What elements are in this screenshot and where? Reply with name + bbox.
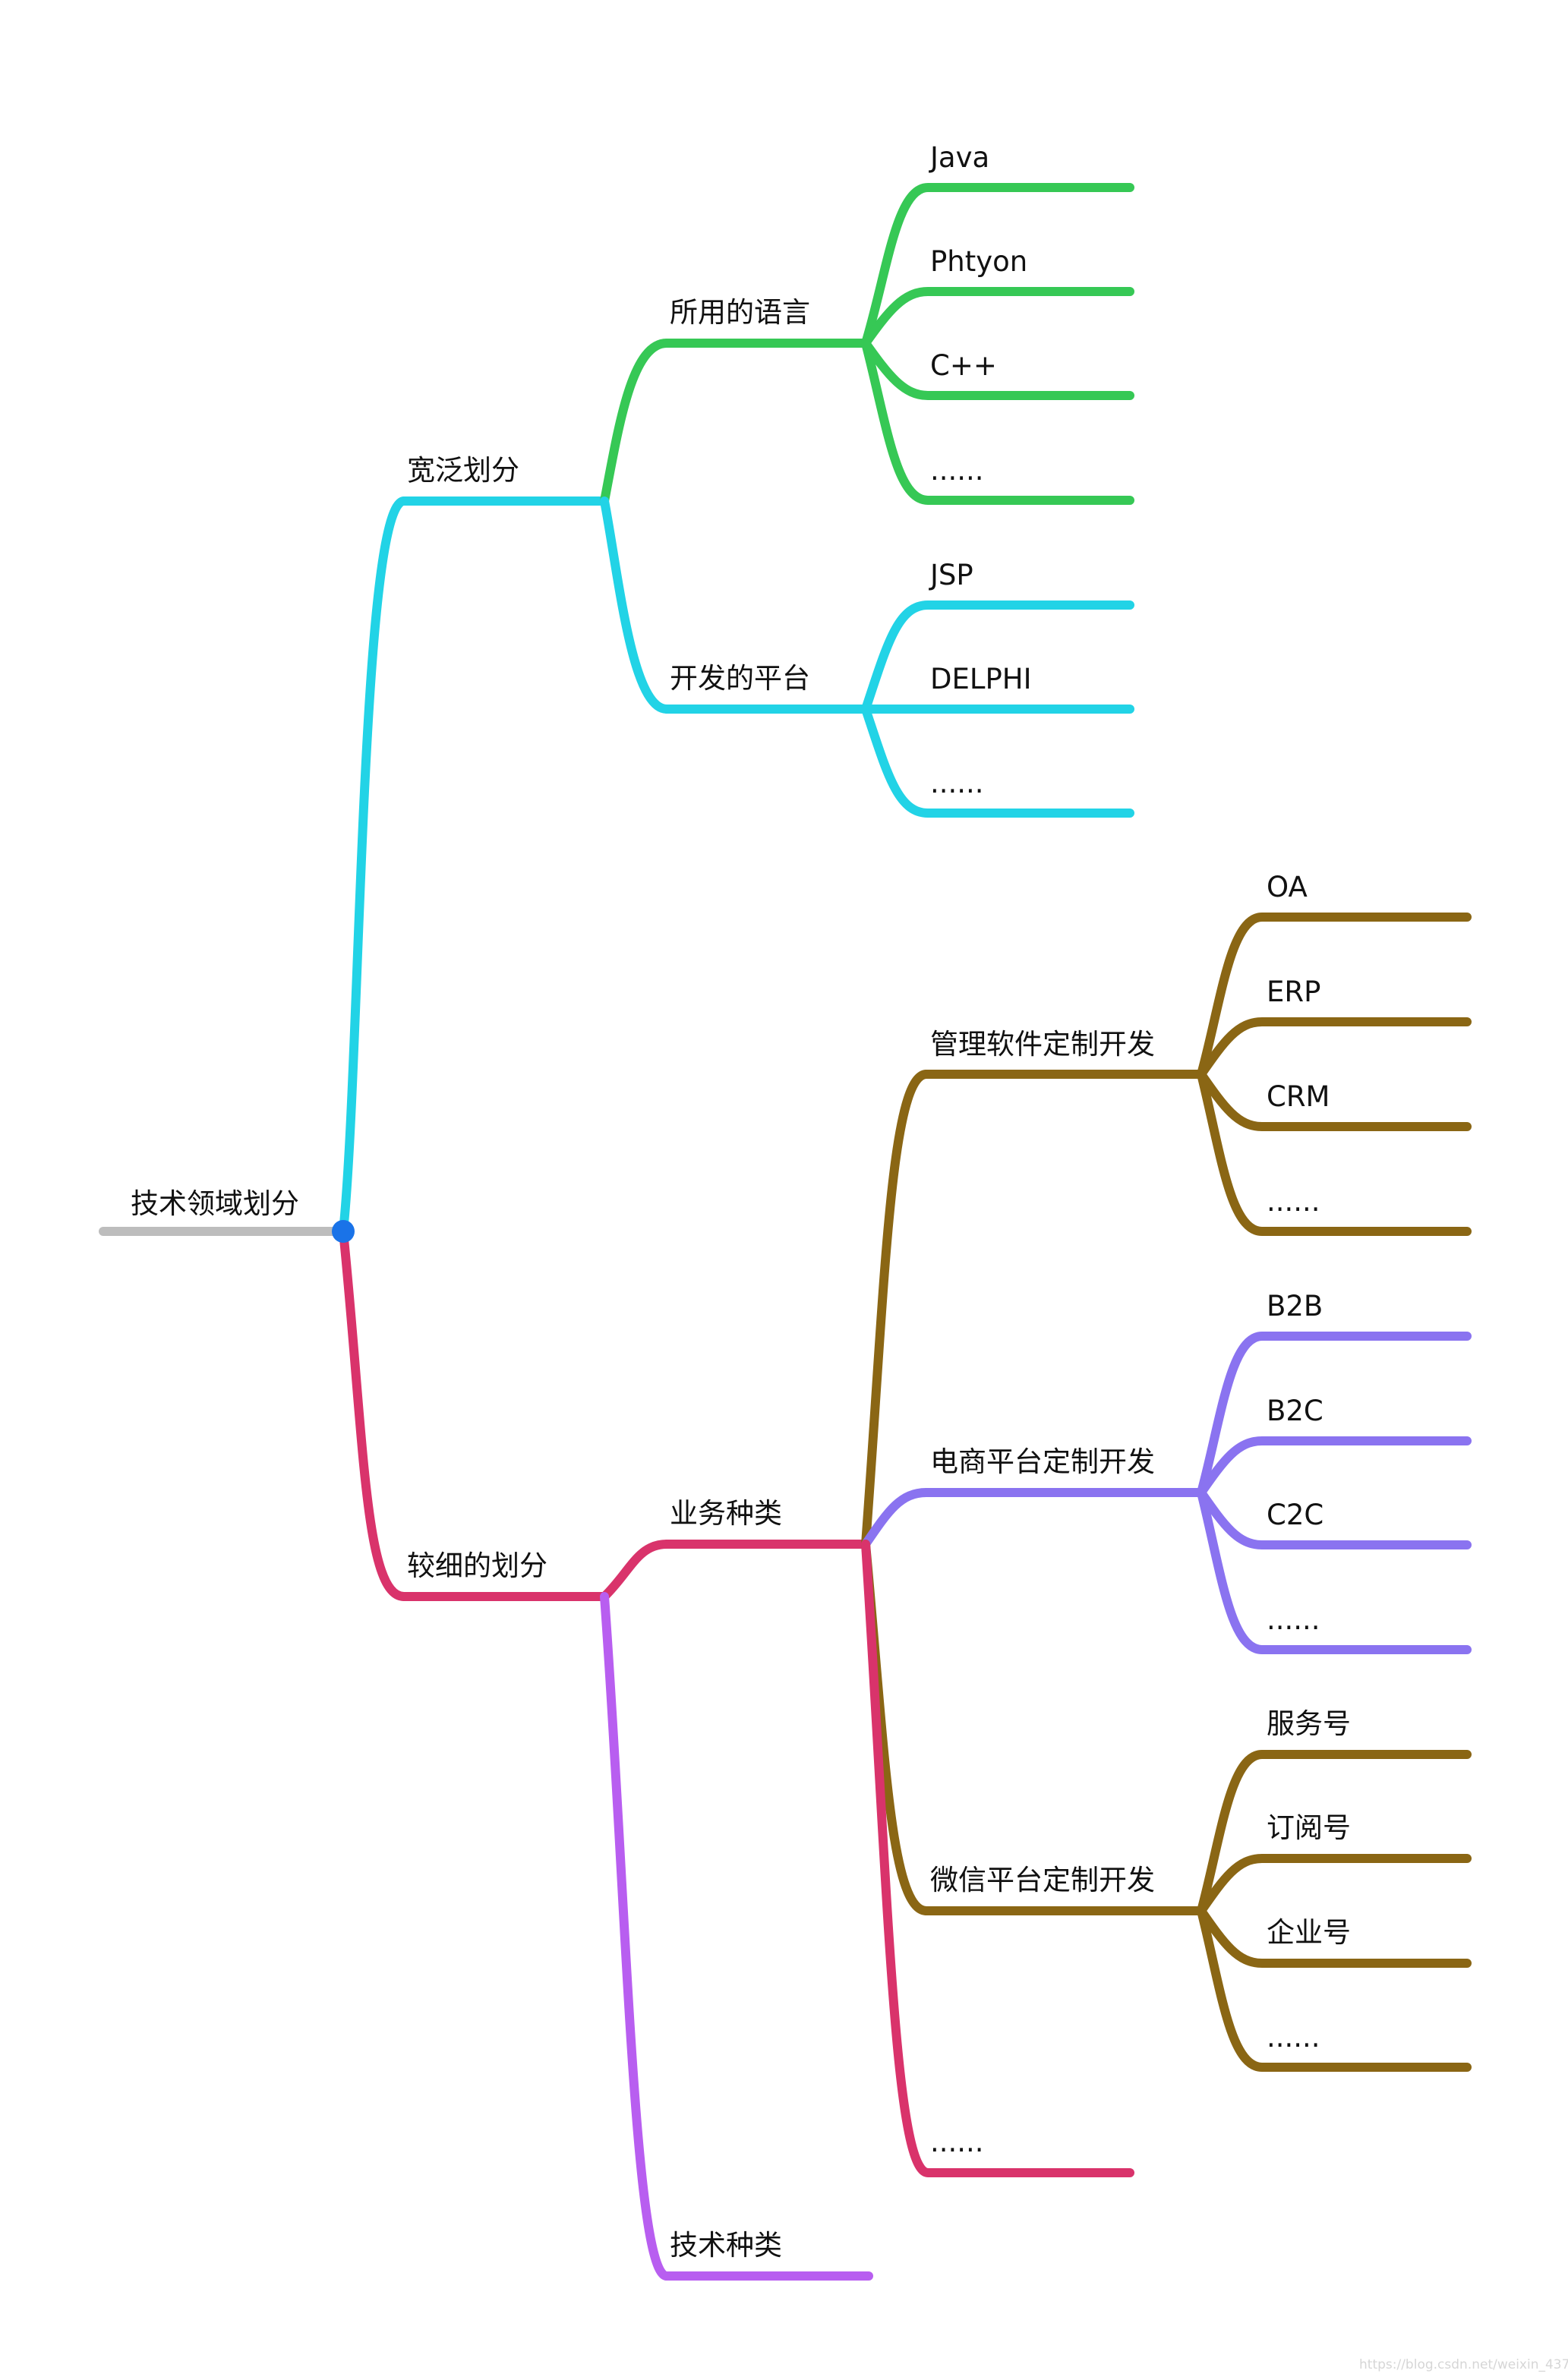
languages-leaf-label[interactable]: Phtyon <box>930 245 1027 278</box>
detailed-label[interactable]: 较细的划分 <box>407 1549 547 1582</box>
wechat-leaf-line <box>1197 1906 1472 2072</box>
management-leaf-line <box>1197 913 1472 1079</box>
platforms-connector <box>600 496 671 714</box>
wechat-leaf-line <box>1197 1750 1472 1915</box>
management-leaf-line <box>1197 1070 1472 1131</box>
business-label[interactable]: 业务种类 <box>670 1497 782 1530</box>
wechat-leaf-line <box>1197 1906 1472 1968</box>
business-connector <box>600 1540 671 1601</box>
ecommerce-leaf-line <box>1197 1488 1472 1654</box>
languages-connector <box>600 339 671 506</box>
languages-leaf-label[interactable]: ...... <box>930 454 984 487</box>
ecommerce-connector <box>861 1488 931 1549</box>
ecommerce-leaf-label[interactable]: C2C <box>1267 1499 1323 1531</box>
languages-leaf-line <box>861 339 1134 400</box>
platforms-leaf-label[interactable]: ...... <box>930 767 984 799</box>
languages-leaf-label[interactable]: Java <box>929 141 989 174</box>
management-leaf-line <box>1197 1017 1472 1079</box>
ecommerce-label[interactable]: 电商平台定制开发 <box>930 1445 1155 1478</box>
management-leaf-label[interactable]: ERP <box>1267 976 1320 1008</box>
platforms-label[interactable]: 开发的平台 <box>670 662 810 695</box>
management-leaf-line <box>1197 1070 1472 1236</box>
technology-connector <box>600 1592 671 2281</box>
ecommerce-leaf-line <box>1197 1436 1472 1497</box>
wechat-leaf-line <box>1197 1854 1472 1915</box>
broad-label[interactable]: 宽泛划分 <box>407 454 519 487</box>
broad-connector <box>339 496 409 1236</box>
languages-leaf-line <box>861 339 1134 505</box>
platforms-leaf-label[interactable]: DELPHI <box>930 663 1032 695</box>
languages-label[interactable]: 所用的语言 <box>670 296 810 329</box>
business-more-line <box>861 1540 1134 2177</box>
detailed-connector <box>339 1227 409 1601</box>
root-node-dot[interactable] <box>332 1220 355 1243</box>
ecommerce-leaf-label[interactable]: B2C <box>1267 1395 1323 1427</box>
wechat-leaf-label[interactable]: 企业号 <box>1267 1916 1351 1949</box>
ecommerce-leaf-label[interactable]: ...... <box>1267 1603 1320 1636</box>
ecommerce-leaf-line <box>1197 1332 1472 1497</box>
wechat-leaf-label[interactable]: 订阅号 <box>1267 1811 1351 1844</box>
ecommerce-leaf-label[interactable]: B2B <box>1267 1290 1323 1322</box>
languages-leaf-label[interactable]: C++ <box>930 349 997 382</box>
wechat-leaf-label[interactable]: ...... <box>1267 2021 1320 2054</box>
management-connector <box>861 1070 931 1549</box>
platforms-leaf-line <box>861 705 1134 818</box>
technology-label[interactable]: 技术种类 <box>670 2229 782 2262</box>
languages-leaf-line <box>861 183 1134 348</box>
platforms-leaf-label[interactable]: JSP <box>929 559 973 591</box>
root-label[interactable]: 技术领域划分 <box>131 1187 299 1220</box>
watermark-text: https://blog.csdn.net/weixin_43794949 <box>1359 2357 1568 2372</box>
platforms-leaf-line <box>861 601 1134 714</box>
management-leaf-label[interactable]: OA <box>1267 871 1308 903</box>
ecommerce-leaf-line <box>1197 1488 1472 1549</box>
business-more-label[interactable]: ...... <box>930 2126 984 2158</box>
management-leaf-label[interactable]: CRM <box>1267 1080 1330 1113</box>
wechat-leaf-label[interactable]: 服务号 <box>1267 1707 1351 1740</box>
management-label[interactable]: 管理软件定制开发 <box>930 1028 1155 1061</box>
languages-leaf-line <box>861 287 1134 348</box>
management-leaf-label[interactable]: ...... <box>1267 1185 1320 1218</box>
wechat-label[interactable]: 微信平台定制开发 <box>930 1864 1155 1896</box>
